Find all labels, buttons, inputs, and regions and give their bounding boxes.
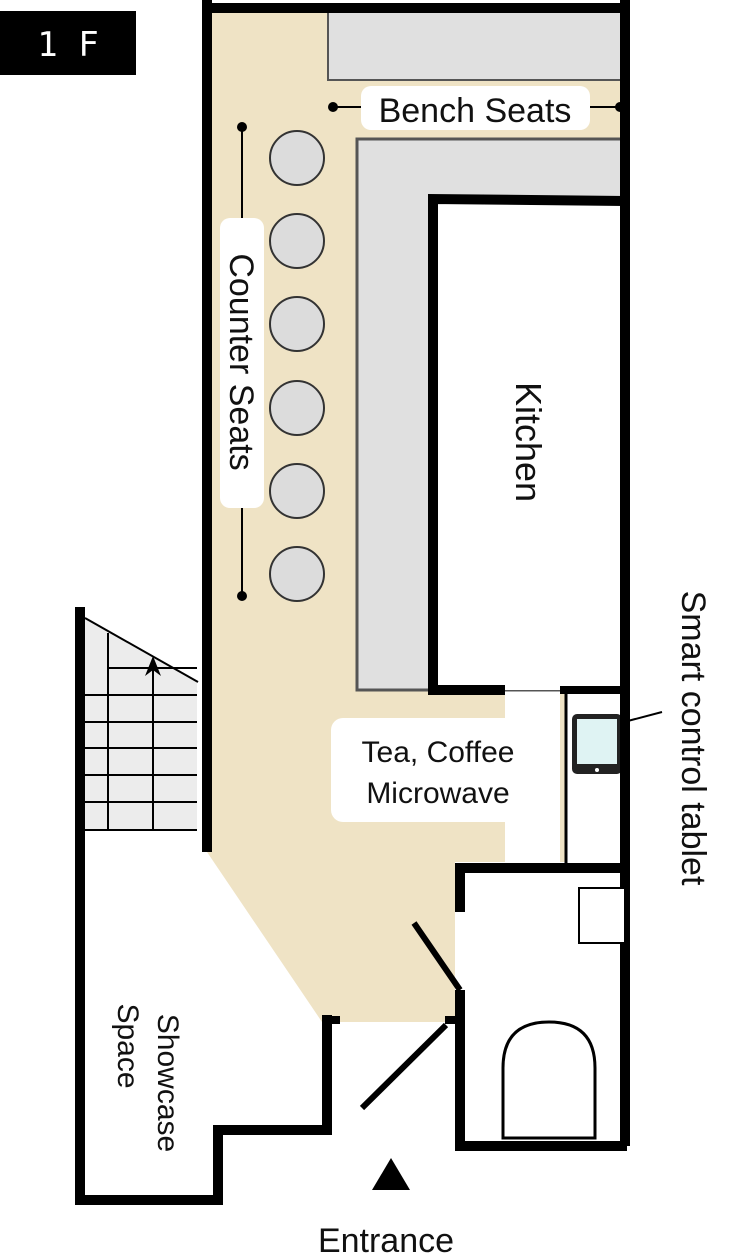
kitchen-wall — [428, 193, 626, 695]
kitchen-room — [433, 198, 625, 690]
tablet-leader-line — [623, 711, 663, 723]
entrance-door — [359, 1022, 449, 1111]
stool — [269, 380, 325, 436]
tea-coffee-box — [331, 718, 546, 822]
walls — [75, 0, 630, 1205]
counter-seats-dimension — [220, 122, 264, 601]
staircase — [84, 617, 199, 831]
floor-badge-bg — [0, 11, 136, 75]
smart-tablet-label: Smart control tablet — [674, 591, 712, 886]
stool — [269, 546, 325, 602]
space-label: Space — [111, 1003, 144, 1088]
toilet-door — [411, 921, 463, 992]
stool — [269, 463, 325, 519]
bench-seats-area — [327, 9, 626, 81]
entrance-label: Entrance — [318, 1222, 454, 1259]
kitchen-label: Kitchen — [508, 382, 549, 502]
toilet-icon — [501, 1020, 597, 1140]
smart-tablet-icon — [572, 714, 622, 774]
floor-badge: 1 F — [0, 11, 136, 75]
stool — [269, 130, 325, 186]
entrance-arrow-icon — [372, 1158, 410, 1190]
counter-seats-label: Counter Seats — [222, 253, 260, 470]
microwave-label: Microwave — [366, 777, 509, 810]
showcase-label: Showcase — [151, 1014, 184, 1152]
bench-seats-label: Bench Seats — [379, 92, 572, 130]
counter-stools — [269, 130, 325, 602]
stool — [269, 213, 325, 269]
sink — [578, 887, 626, 944]
tea-coffee-label: Tea, Coffee — [362, 736, 515, 769]
stool — [269, 296, 325, 352]
floor-label: 1 F — [37, 25, 98, 65]
stairs-up-arrow-icon — [145, 656, 161, 676]
